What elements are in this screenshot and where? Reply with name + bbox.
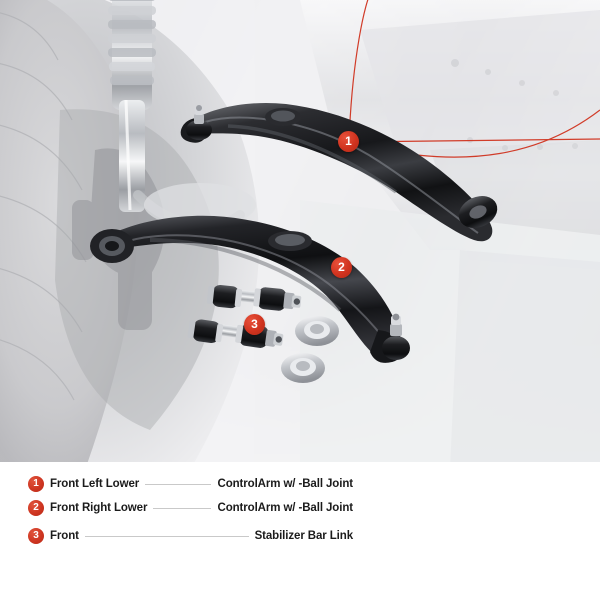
legend-part-label: Stabilizer Bar Link	[254, 530, 354, 542]
washer-1	[295, 316, 339, 346]
parts-legend: 1 Front Left Lower ControlArm w/ -Ball J…	[0, 462, 600, 600]
ball-joint-1	[180, 105, 212, 143]
leader-line-vertical	[348, 0, 369, 143]
legend-position-label: Front	[50, 530, 79, 542]
control-arm-2-bushing	[90, 229, 134, 263]
legend-leader-line	[84, 535, 249, 537]
legend-leader-line	[153, 507, 212, 509]
callout-front-left-lower-control-arm[interactable]: 1	[338, 131, 359, 152]
legend-part-label: ControlArm w/ -Ball Joint	[217, 478, 353, 490]
legend-position-label: Front Left Lower	[50, 478, 140, 490]
legend-row: 3 Front Stabilizer Bar Link	[28, 526, 353, 546]
legend-position-label: Front Right Lower	[50, 502, 148, 514]
part-stabilizer-bar-links	[187, 284, 339, 383]
legend-leader-line	[145, 483, 212, 485]
part-front-right-lower-control-arm	[90, 215, 410, 363]
part-front-left-lower-control-arm	[180, 102, 498, 242]
legend-badge-1: 1	[28, 476, 44, 492]
legend-badge-3: 3	[28, 528, 44, 544]
legend-badge-2: 2	[28, 500, 44, 516]
legend-row: 2 Front Right Lower ControlArm w/ -Ball …	[28, 498, 353, 518]
product-photo-artwork	[0, 0, 600, 470]
washer-2	[281, 353, 325, 383]
callout-front-right-lower-control-arm[interactable]: 2	[331, 257, 352, 278]
legend-row: 1 Front Left Lower ControlArm w/ -Ball J…	[28, 474, 353, 494]
callout-front-stabilizer-bar-link[interactable]: 3	[244, 314, 265, 335]
background-strut	[108, 0, 256, 230]
legend-part-label: ControlArm w/ -Ball Joint	[217, 502, 353, 514]
ball-joint-2	[370, 313, 410, 363]
product-photo: 1 2 3	[0, 0, 600, 470]
